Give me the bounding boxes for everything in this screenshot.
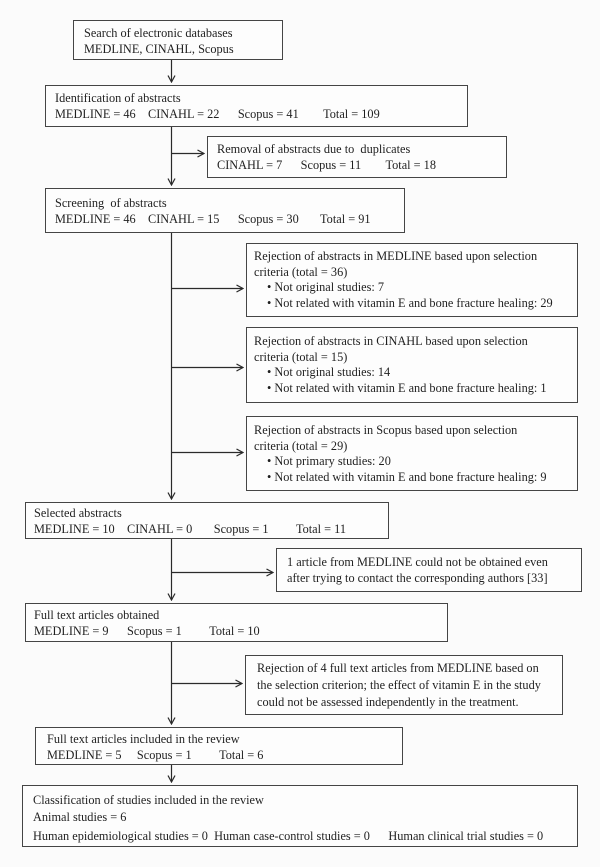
text-line: criteria (total = 15) xyxy=(254,349,348,364)
text-line: 1 article from MEDLINE could not be obta… xyxy=(287,555,548,569)
rejection-medline-box: Rejection of abstracts in MEDLINE based … xyxy=(246,243,578,317)
text-line: Classification of studies included in th… xyxy=(33,793,264,807)
stats-line: MEDLINE = 46 CINAHL = 15 Scopus = 30 Tot… xyxy=(55,211,371,226)
text-line: Full text articles obtained xyxy=(34,608,160,622)
rejection-full-text-box: Rejection of 4 full text articles from M… xyxy=(245,655,563,715)
text-line: could not be assessed independently in t… xyxy=(257,695,519,709)
text-line: Search of electronic databases xyxy=(84,26,233,40)
stats-line: MEDLINE = 5 Scopus = 1 Total = 6 xyxy=(47,747,264,762)
screening-of-abstracts-box: Screening of abstracts MEDLINE = 46 CINA… xyxy=(45,188,405,233)
bullet-line: • Not original studies: 14 xyxy=(267,365,391,380)
search-databases-box: Search of electronic databases MEDLINE, … xyxy=(73,20,283,60)
text-line: Rejection of abstracts in CINAHL based u… xyxy=(254,334,528,348)
stats-line: MEDLINE = 46 CINAHL = 22 Scopus = 41 Tot… xyxy=(55,106,380,121)
text-line: Identification of abstracts xyxy=(55,91,181,105)
bullet-line: • Not related with vitamin E and bone fr… xyxy=(267,380,547,395)
bullet-line: • Not primary studies: 20 xyxy=(267,454,391,469)
text-line: MEDLINE, CINAHL, Scopus xyxy=(84,41,234,56)
text-line: after trying to contact the correspondin… xyxy=(287,570,548,585)
text-line: Rejection of 4 full text articles from M… xyxy=(257,661,539,675)
bullet-line: • Not related with vitamin E and bone fr… xyxy=(267,469,547,484)
identification-of-abstracts-box: Identification of abstracts MEDLINE = 46… xyxy=(45,85,468,127)
stats-line: MEDLINE = 10 CINAHL = 0 Scopus = 1 Total… xyxy=(34,521,346,536)
text-line: criteria (total = 36) xyxy=(254,264,348,279)
selected-abstracts-box: Selected abstracts MEDLINE = 10 CINAHL =… xyxy=(25,502,389,539)
text-line: Rejection of abstracts in MEDLINE based … xyxy=(254,249,538,263)
text-line: Removal of abstracts due to duplicates xyxy=(217,142,411,156)
stats-line: CINAHL = 7 Scopus = 11 Total = 18 xyxy=(217,157,436,172)
text-line: Animal studies = 6 xyxy=(33,809,127,824)
rejection-scopus-box: Rejection of abstracts in Scopus based u… xyxy=(246,416,578,491)
text-line: Selected abstracts xyxy=(34,506,122,520)
text-line: Full text articles included in the revie… xyxy=(47,732,240,746)
bullet-line: • Not original studies: 7 xyxy=(267,280,385,295)
text-line: criteria (total = 29) xyxy=(254,438,348,453)
removal-of-duplicates-box: Removal of abstracts due to duplicates C… xyxy=(207,136,507,178)
classification-of-studies-box: Classification of studies included in th… xyxy=(22,785,578,847)
stats-line: MEDLINE = 9 Scopus = 1 Total = 10 xyxy=(34,623,260,638)
text-line: Screening of abstracts xyxy=(55,196,167,210)
article-not-obtained-box: 1 article from MEDLINE could not be obta… xyxy=(276,548,582,592)
rejection-cinahl-box: Rejection of abstracts in CINAHL based u… xyxy=(246,327,578,403)
full-text-obtained-box: Full text articles obtained MEDLINE = 9 … xyxy=(25,603,448,642)
bullet-line: • Not related with vitamin E and bone fr… xyxy=(267,295,553,310)
text-line: the selection criterion; the effect of v… xyxy=(257,678,541,692)
stats-line: Human epidemiological studies = 0 Human … xyxy=(33,829,544,843)
text-line: Rejection of abstracts in Scopus based u… xyxy=(254,423,518,437)
included-in-review-box: Full text articles included in the revie… xyxy=(35,727,403,765)
